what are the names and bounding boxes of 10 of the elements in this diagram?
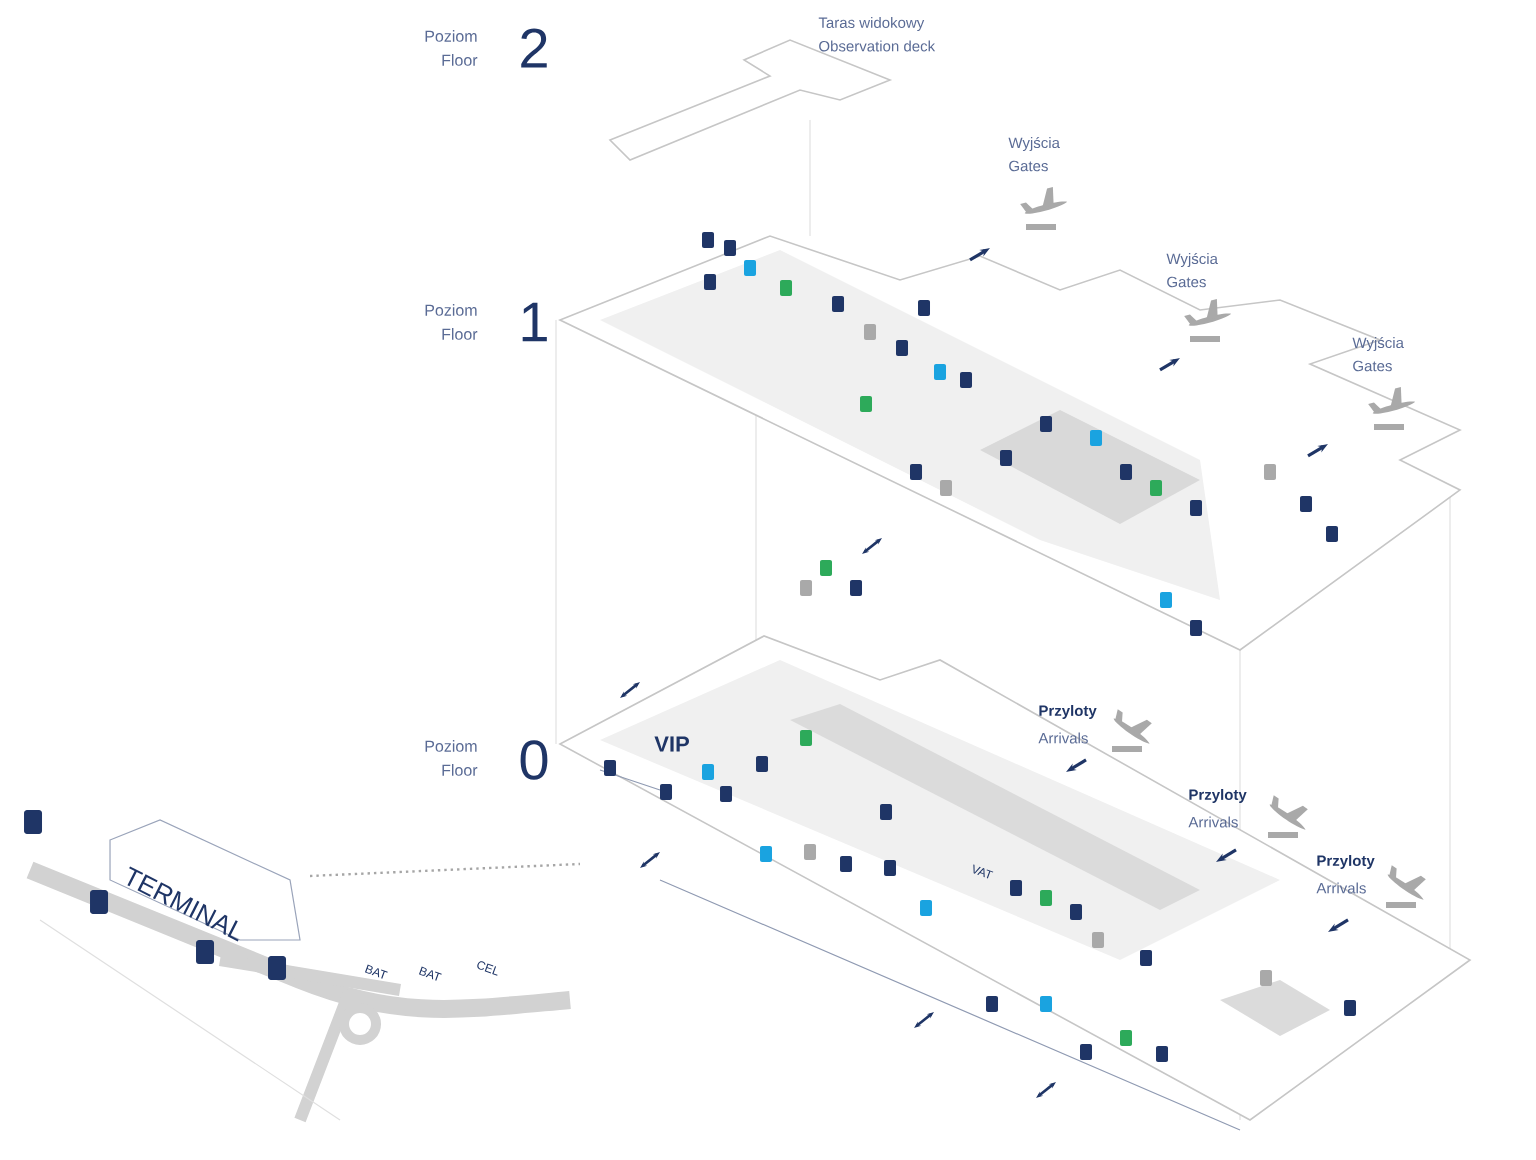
floor-label: Floor [442,328,478,340]
area-label: VIP [654,736,689,752]
floor-number: 1 [522,302,547,342]
floor-number: 2 [521,28,547,68]
floor-number: 0 [520,740,548,780]
floor-label: Poziom [425,740,477,752]
floor-label: Poziom [425,30,477,42]
floor-label: Floor [442,54,478,66]
floor-label: Poziom [425,304,477,316]
floor-label: Floor [442,764,478,776]
